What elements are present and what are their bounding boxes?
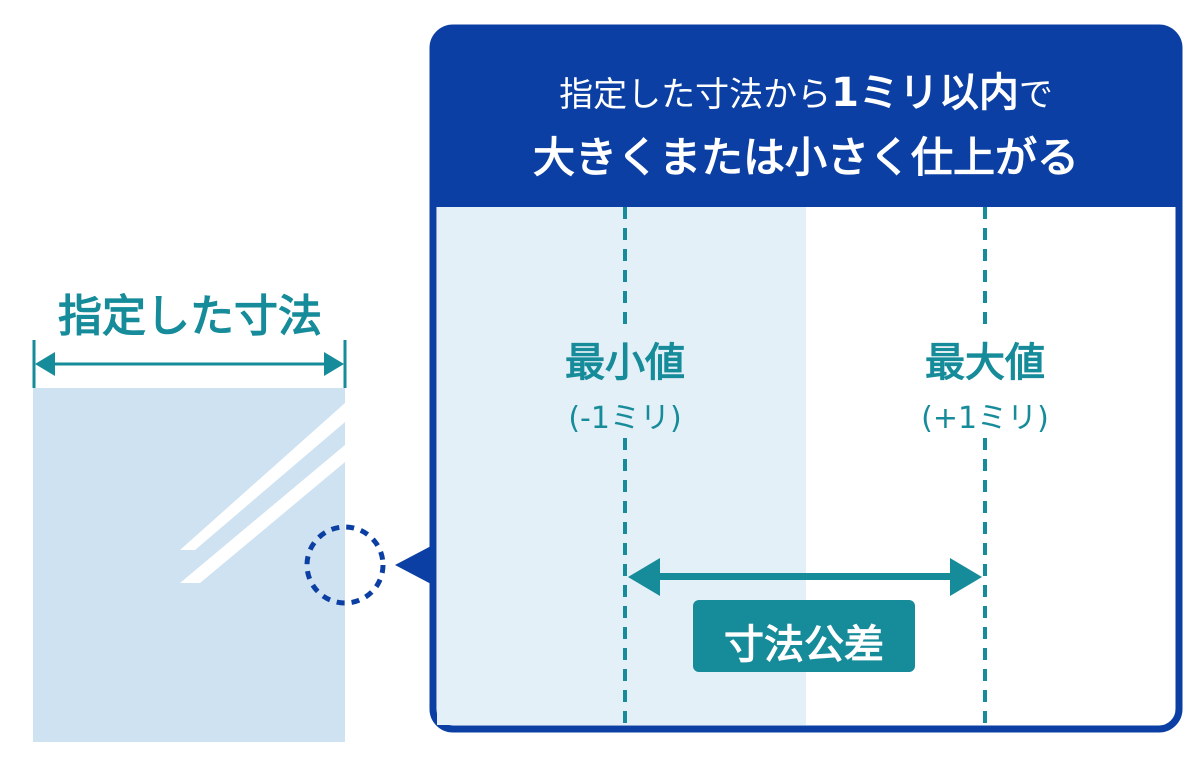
min-value-sub: (-1ミリ) (525, 393, 725, 437)
specified-dimension-label: 指定した寸法 (58, 291, 322, 342)
callout-header (433, 28, 1179, 207)
callout-title-line1: 指定した寸法から1ミリ以内で (433, 60, 1179, 118)
callout-pointer (395, 545, 433, 585)
glass-pane (33, 388, 345, 742)
callout-title-line2: 大きくまたは小さく仕上がる (532, 133, 1079, 182)
max-value-sub: (+1ミリ) (885, 393, 1085, 437)
min-value-label: 最小値 (525, 330, 725, 388)
title-post: で (1018, 75, 1053, 115)
title-bold: 1ミリ以内 (831, 70, 1019, 116)
max-value-label: 最大値 (885, 330, 1085, 388)
magnify-circle (304, 524, 386, 606)
glass-reflection (180, 403, 345, 550)
dimension-arrow (32, 340, 347, 388)
title-pre: 指定した寸法から (559, 75, 832, 115)
tolerance-label: 寸法公差 (724, 622, 884, 668)
tolerance-badge (693, 600, 915, 672)
tolerance-arrow (628, 558, 982, 596)
glass-reflection (180, 445, 345, 583)
